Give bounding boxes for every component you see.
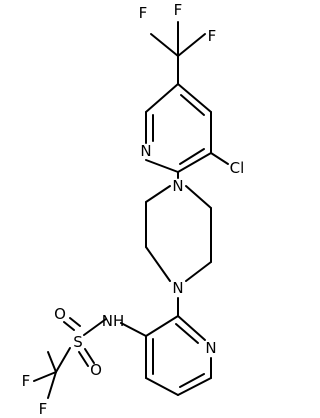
- atom-f-top-right: F: [208, 27, 217, 45]
- atom-n-piperazine-lower: N: [172, 279, 183, 297]
- bond-lines: [33, 21, 229, 399]
- bond-cf3-right-f: [177, 33, 206, 57]
- bond-ring-to-nh: [120, 322, 147, 337]
- bond-piperazine-3: [145, 246, 171, 282]
- bond-cf3-left-f: [150, 33, 179, 57]
- bond-upper-ring-inner-2: [179, 148, 205, 165]
- atom-n-piperazine-upper: N: [172, 177, 183, 195]
- bond-cf3-lower-left-f: [33, 371, 57, 382]
- bond-cf3-lower-top-f: [47, 351, 57, 373]
- bond-upper-ring-inner-3: [180, 94, 205, 116]
- bond-chloro: [210, 152, 229, 165]
- bond-upper-ring-6: [177, 83, 212, 113]
- bond-lower-ring-inner-3: [175, 323, 199, 344]
- bond-nh-to-s: [83, 318, 107, 336]
- bond-lower-ring-inner-2: [179, 373, 205, 388]
- atom-o-lower: O: [90, 361, 102, 379]
- atom-n-pyridine-lower: N: [205, 339, 216, 357]
- chemical-structure: F F F N Cl N N O NH S N O F F: [22, 1, 245, 418]
- bond-cf3-lower-bottom-f: [47, 371, 57, 399]
- atom-sulfur: S: [73, 333, 83, 351]
- atom-chlorine: Cl: [230, 159, 245, 177]
- bond-piperazine-6: [185, 185, 212, 209]
- bond-s-to-cf3: [55, 347, 71, 373]
- bond-s-to-o-upper-1: [69, 317, 81, 327]
- atom-n-pyridine-upper: N: [140, 142, 151, 160]
- bond-piperazine-1: [145, 185, 171, 203]
- bond-s-to-o-upper-2: [63, 321, 75, 331]
- bond-lower-ring-4: [177, 377, 212, 396]
- atom-f-bottom-center: F: [39, 400, 48, 418]
- atom-o-upper: O: [54, 305, 66, 323]
- bond-s-to-o-lower-1: [84, 348, 95, 364]
- atom-nh: NH: [102, 312, 125, 330]
- bond-lower-ring-1: [145, 315, 179, 337]
- atom-f-top-left: F: [139, 4, 148, 22]
- atom-labels: F F F N Cl N N O NH S N O F F: [22, 1, 245, 418]
- bond-s-to-o-lower-2: [78, 351, 89, 367]
- bond-piperazine-4: [185, 261, 212, 282]
- bond-lower-ring-3: [145, 377, 179, 396]
- bond-upper-ring-1: [145, 83, 179, 113]
- atom-f-bottom-left: F: [22, 372, 31, 390]
- bond-lower-ring-6: [177, 315, 206, 341]
- bond-upper-ring-3: [145, 159, 179, 173]
- bond-upper-ring-4: [177, 152, 212, 173]
- atom-f-top-center: F: [174, 1, 183, 19]
